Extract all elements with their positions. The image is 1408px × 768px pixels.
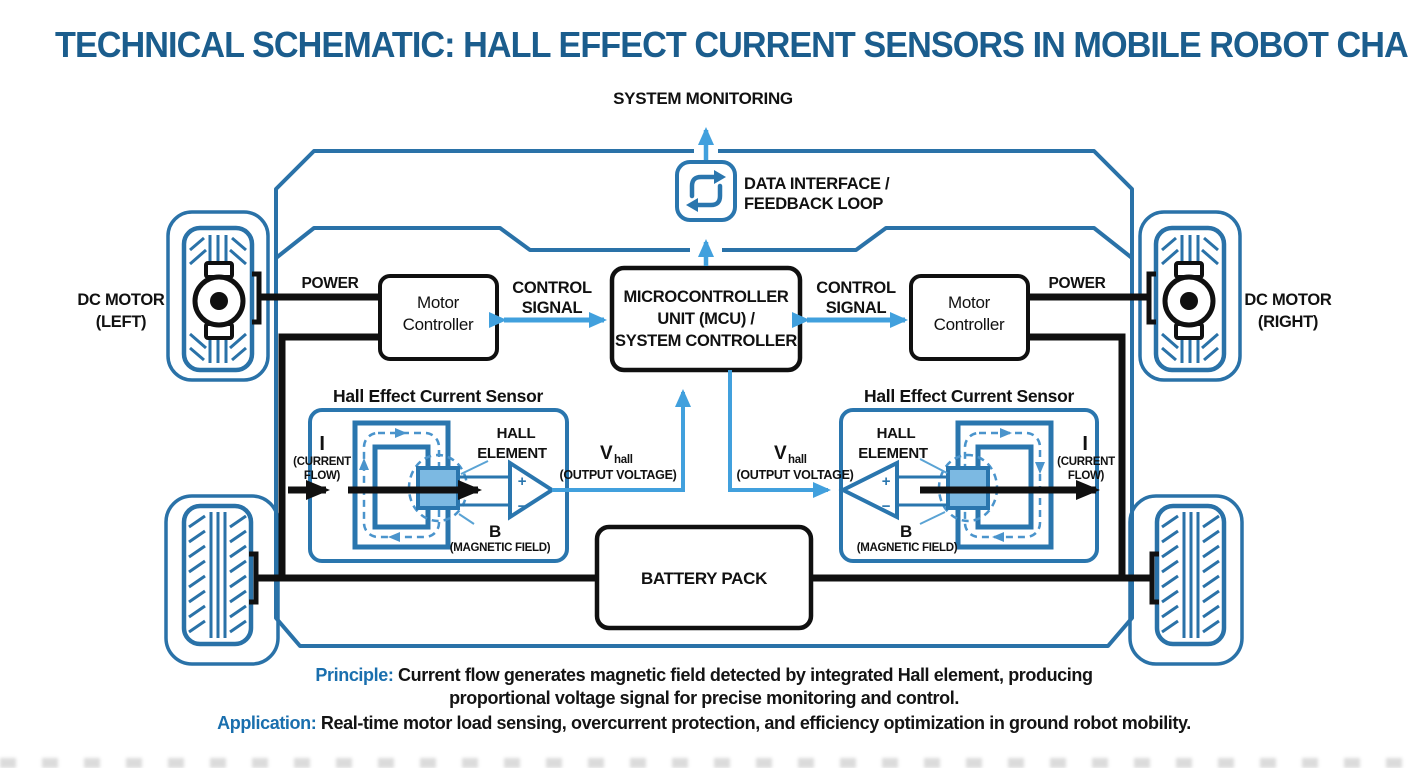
axle-brackets-rear — [249, 551, 1159, 605]
motor-controller-left-label-1: Motor — [417, 293, 460, 312]
power-right-label: POWER — [1048, 275, 1105, 292]
opamp-minus-left: − — [518, 498, 527, 515]
motor-controller-right-box — [909, 274, 1030, 361]
dc-motor-left-label-2: (LEFT) — [96, 313, 146, 331]
dc-motor-right-label-1: DC MOTOR — [1244, 291, 1332, 309]
return-wire-right — [1028, 333, 1126, 578]
mcu-label-1: MICROCONTROLLER — [623, 288, 788, 306]
current-label-right-1: (CURRENT — [1057, 456, 1115, 468]
tires — [181, 225, 1227, 647]
principle-label: Principle: — [315, 665, 394, 685]
hall-element-right-label-2: ELEMENT — [858, 445, 928, 462]
b-symbol-right: B — [900, 522, 912, 541]
vhall-lines — [552, 370, 831, 498]
vhall-sub-right: hall — [788, 454, 807, 466]
page-title: TECHNICAL SCHEMATIC: HALL EFFECT CURRENT… — [55, 24, 1408, 65]
vhall-label-right: (OUTPUT VOLTAGE) — [737, 468, 854, 482]
motor-controller-right-label-1: Motor — [948, 293, 991, 312]
dc-motor-left-icon — [192, 261, 262, 340]
application-text: Real-time motor load sensing, overcurren… — [316, 713, 1191, 733]
dc-motor-left-label-1: DC MOTOR — [77, 291, 165, 309]
power-left-label: POWER — [301, 275, 358, 292]
vhall-line-right — [728, 370, 831, 498]
vhall-symbol-left: V — [600, 443, 613, 464]
tire-rear-left — [181, 503, 254, 647]
b-symbol-left: B — [489, 522, 501, 541]
component-boxes — [378, 265, 1030, 631]
application-note: Application: Real-time motor load sensin… — [0, 712, 1408, 735]
opamp-minus-right: − — [882, 498, 891, 515]
tire-rear-right — [1154, 503, 1227, 647]
data-interface-icon — [675, 160, 737, 222]
sensor-right-title: Hall Effect Current Sensor — [864, 386, 1075, 406]
dc-motor-right-label-2: (RIGHT) — [1258, 313, 1318, 331]
hall-element-left-label-2: ELEMENT — [477, 445, 547, 462]
data-interface-label-1: DATA INTERFACE / — [744, 175, 890, 193]
mcu-label-2: UNIT (MCU) / — [657, 310, 755, 328]
axle-bracket-rear-right — [1149, 551, 1159, 605]
control-right-label-2: SIGNAL — [826, 299, 887, 317]
principle-note: Principle: Current flow generates magnet… — [269, 664, 1139, 710]
opamp-plus-left: + — [518, 473, 527, 490]
data-interface-label-2: FEEDBACK LOOP — [744, 195, 883, 213]
control-right-label-1: CONTROL — [816, 279, 896, 297]
system-monitoring-label: SYSTEM MONITORING — [613, 89, 793, 108]
current-label-left-2: FLOW) — [304, 470, 341, 482]
application-label: Application: — [217, 713, 317, 733]
mcu-label-3: SYSTEM CONTROLLER — [615, 332, 797, 350]
battery-pack-box — [594, 524, 814, 631]
motor-controller-right-label-2: Controller — [934, 315, 1005, 334]
opamp-plus-right: + — [882, 473, 891, 490]
principle-text: Current flow generates magnetic field de… — [393, 665, 1093, 708]
motor-controller-left-label-2: Controller — [403, 315, 474, 334]
current-symbol-right: I — [1082, 433, 1087, 455]
hall-sensor-right — [838, 408, 1099, 563]
battery-pack-label: BATTERY PACK — [641, 569, 768, 588]
axle-bracket-rear-left — [249, 551, 259, 605]
vhall-label-left: (OUTPUT VOLTAGE) — [560, 468, 677, 482]
footer-notes: Principle: Current flow generates magnet… — [0, 664, 1408, 735]
opamp-left — [508, 459, 556, 521]
b-field-label-right: (MAGNETIC FIELD) — [857, 542, 958, 554]
return-wire-left — [278, 333, 380, 578]
opamp-right — [838, 459, 899, 521]
current-symbol-left: I — [319, 433, 324, 455]
hall-element-right-label-1: HALL — [877, 425, 916, 442]
chassis-outline — [274, 149, 1134, 648]
vhall-symbol-right: V — [774, 443, 787, 464]
control-left-label-1: CONTROL — [512, 279, 592, 297]
dc-motor-right-icon — [1146, 261, 1216, 340]
bottom-crop-artifact — [0, 758, 1408, 768]
vhall-line-left — [552, 389, 691, 492]
current-label-right-2: FLOW) — [1068, 470, 1105, 482]
current-label-left-1: (CURRENT — [293, 456, 351, 468]
schematic-labels: SYSTEM MONITORING DATA INTERFACE / FEEDB… — [77, 89, 1332, 588]
control-left-label-2: SIGNAL — [522, 299, 583, 317]
b-field-label-left: (MAGNETIC FIELD) — [450, 542, 551, 554]
power-wires — [256, 293, 1152, 582]
vhall-sub-left: hall — [614, 454, 633, 466]
sensor-left-title: Hall Effect Current Sensor — [333, 386, 544, 406]
hall-element-left-label-1: HALL — [497, 425, 536, 442]
